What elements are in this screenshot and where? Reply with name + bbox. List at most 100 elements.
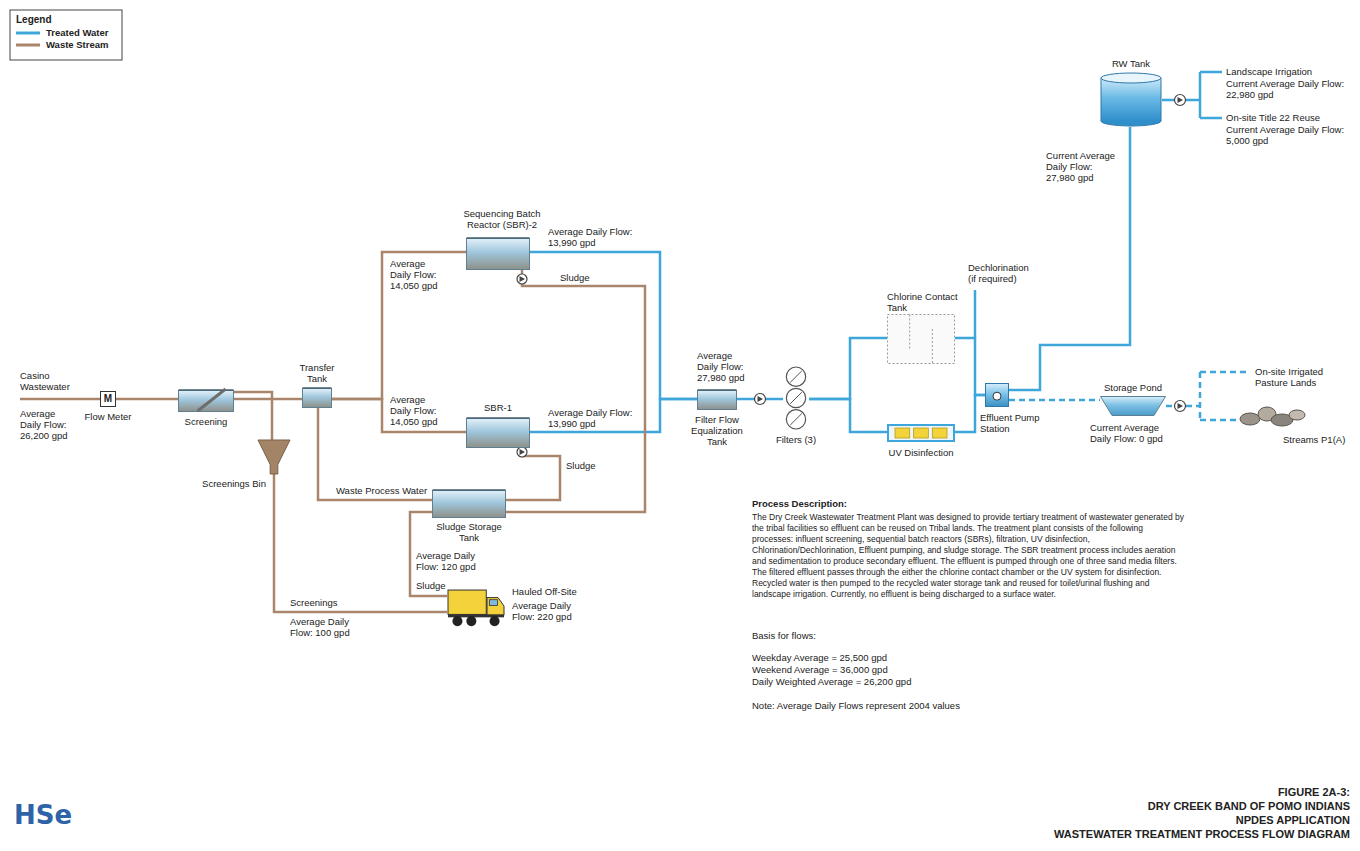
flow-meter: MFlow Meter <box>100 391 116 407</box>
pump-circle <box>1175 401 1186 412</box>
use-label: Landscape Irrigation <box>1226 66 1346 77</box>
tank-rim <box>698 389 737 391</box>
legend-title: Legend <box>16 14 76 26</box>
tank-rim <box>467 417 530 419</box>
pond-discharge-lines <box>1166 372 1250 420</box>
pump-triangle <box>1178 403 1184 409</box>
truck-wheel <box>490 616 500 626</box>
pump-symbol <box>517 274 527 284</box>
title-block: DRY CREEK BAND OF POMO INDIANS <box>1050 800 1350 813</box>
flow-line <box>116 398 178 401</box>
screening-tank-outline <box>178 388 234 412</box>
node-label: Chlorine Contact Tank <box>887 291 965 313</box>
flow-label: Current Average Daily Flow: 5,000 gpd <box>1226 124 1354 146</box>
use-label: On-site Title 22 Reuse <box>1226 112 1346 123</box>
truck-wheel <box>466 616 476 626</box>
tank-rim <box>303 387 332 389</box>
chlorine-contact-tank: Chlorine Contact Tank <box>887 314 955 364</box>
sbr-tank-outline <box>466 416 530 448</box>
wet-well <box>986 384 1009 407</box>
tank-side <box>1101 78 1102 121</box>
chlorine-contact-tank-outline <box>887 314 955 364</box>
baffle <box>932 329 933 364</box>
flow-line <box>234 398 302 401</box>
sand-filters: Filters (3) <box>783 366 809 430</box>
node-label: Sequencing Batch Reactor (SBR)-2 <box>462 208 542 230</box>
title-block: NPDES APPLICATION <box>1050 814 1350 827</box>
stream-label: Sludge <box>416 580 456 591</box>
note-text: Daily Weighted Average = 26,200 gpd <box>752 676 972 687</box>
node-label: Flow Meter <box>83 411 133 422</box>
pump-station: Effluent Pump Station <box>985 383 1009 407</box>
contact-tank <box>888 315 955 364</box>
influent-line <box>20 398 100 401</box>
uv-lamp <box>895 428 910 438</box>
legend-line-sample <box>16 44 40 47</box>
pump-symbol <box>1175 401 1186 412</box>
pump-triangle <box>520 449 526 455</box>
legend-box <box>10 10 122 60</box>
node-label: Screening <box>176 416 236 427</box>
transfer-tank: Transfer Tank <box>302 386 332 408</box>
tank-basin <box>179 391 234 412</box>
legend-line-sample <box>16 32 40 35</box>
node-label: Filter Flow Equalization Tank <box>687 414 747 447</box>
node-label: Storage Pond <box>1098 382 1168 393</box>
flow-label: Average Daily Flow: 27,980 gpd <box>697 350 752 383</box>
screenings-bin: Screenings Bin <box>258 440 290 474</box>
tank-basin <box>467 419 530 448</box>
uv-unit-outline <box>887 424 955 442</box>
flow-label: Current Average Daily Flow: 22,980 gpd <box>1226 78 1354 100</box>
stream-label: Waste Process Water <box>336 485 428 496</box>
flow-line <box>274 474 447 612</box>
pump-circle <box>1175 95 1186 106</box>
pump-triangle <box>520 276 526 282</box>
stream-label: Sludge <box>566 460 606 471</box>
stream-label: Sludge <box>560 272 600 283</box>
flow-label: Average Daily Flow: 26,200 gpd <box>20 408 75 441</box>
pond-basin <box>1101 397 1166 416</box>
pump-symbol <box>517 447 527 457</box>
tank-top <box>1101 73 1161 83</box>
rock <box>1289 410 1305 420</box>
uv-lamp <box>914 428 929 438</box>
bin-hopper <box>258 440 290 474</box>
flow-label: Average Daily Flow: 13,990 gpd <box>548 226 638 248</box>
title-block: WASTEWATER TREATMENT PROCESS FLOW DIAGRA… <box>1050 828 1350 841</box>
pump-symbol <box>755 394 766 405</box>
flow-label: Average Daily Flow: 220 gpd <box>512 600 584 622</box>
pump-circle <box>755 394 766 405</box>
flow-label: Average Daily Flow: 14,050 gpd <box>390 394 445 427</box>
tank-basin <box>467 239 530 270</box>
pump-symbol <box>1175 95 1186 106</box>
screening-tank: Screening <box>178 388 234 412</box>
tank-basin <box>698 391 737 410</box>
meter-letter: M <box>100 393 116 405</box>
use-label: On-site Irrigated Pasture Lands <box>1255 366 1335 388</box>
sbr-tank-outline <box>466 236 530 270</box>
pump-station-outline <box>985 383 1009 407</box>
flow-label: Average Daily Flow: 13,990 gpd <box>548 407 638 429</box>
rock <box>1240 413 1260 425</box>
sludge-storage-tank-outline <box>432 488 506 518</box>
node-label: Screenings Bin <box>196 478 266 489</box>
pump-circle <box>517 447 527 457</box>
uv-lamp <box>932 428 947 438</box>
rw-tank: RW Tank <box>1100 72 1162 127</box>
stream-rocks <box>1240 407 1305 426</box>
note-text: Weekend Average = 36,000 gpd <box>752 664 972 675</box>
node-label: Sludge Storage Tank <box>429 521 509 543</box>
filter-vessel <box>786 410 805 429</box>
screenings-bin-outline <box>258 440 290 474</box>
baffle <box>909 315 910 350</box>
note-text: Weekday Average = 25,500 gpd <box>752 652 972 663</box>
haul-truck: Hauled Off-Site <box>447 585 505 627</box>
note-text: The Dry Creek Wastewater Treatment Plant… <box>752 512 1184 600</box>
tank-basin <box>433 491 506 518</box>
flow-line <box>955 338 985 395</box>
filter-mark <box>790 414 802 426</box>
tank-body <box>1101 78 1161 121</box>
filter-vessel <box>786 367 805 386</box>
dechlorination-line <box>974 290 977 338</box>
